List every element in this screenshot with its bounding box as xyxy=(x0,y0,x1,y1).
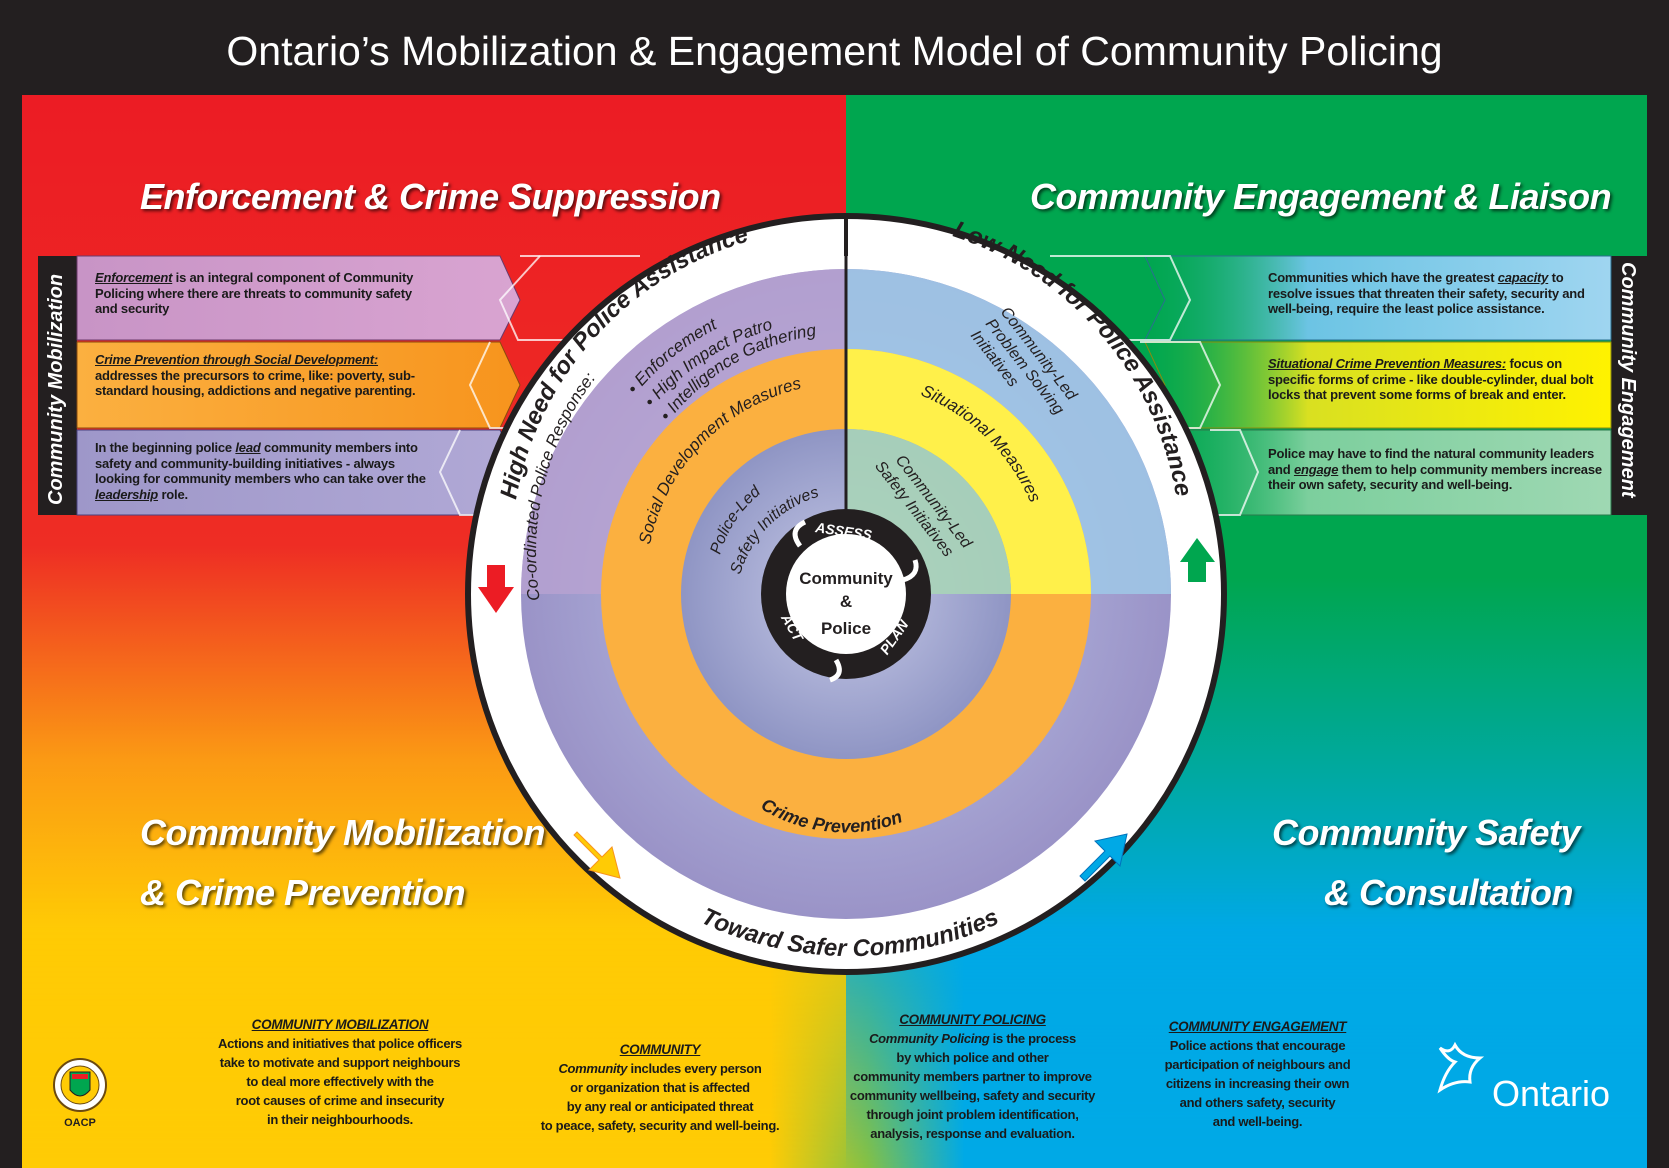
down-arrow-red xyxy=(478,565,514,613)
quadrant-title-bottom-right-2: & Consultation xyxy=(1324,872,1573,913)
hub-inner xyxy=(786,534,906,654)
definition-4-line-4: and others safety, security xyxy=(1179,1095,1336,1110)
right-box-3-post: them to help community members increase … xyxy=(1268,461,1602,493)
quadrant-title-top-left: Enforcement & Crime Suppression xyxy=(140,176,721,217)
definition-2-line-4: to peace, safety, security and well-bein… xyxy=(540,1118,780,1133)
hub-police: Police xyxy=(821,619,871,638)
left-box-1-text: is an integral component of Community Po… xyxy=(95,270,414,316)
left-box-1-lead: Enforcement xyxy=(95,270,173,285)
definition-1-line-4: root causes of crime and insecurity xyxy=(235,1093,445,1108)
definition-3-line-2: by which police and other xyxy=(896,1050,1049,1065)
definition-community-engagement: COMMUNITY ENGAGEMENT Police actions that… xyxy=(1145,1017,1370,1131)
definition-community-mobilization: COMMUNITY MOBILIZATION Actions and initi… xyxy=(190,1015,490,1129)
definition-3-line-6: analysis, response and evaluation. xyxy=(870,1126,1075,1141)
left-box-3-mid: community members into safety and commun… xyxy=(95,440,426,486)
right-box-situational: Situational Crime Prevention Measures: f… xyxy=(1268,356,1608,403)
left-box-2-lead: Crime Prevention through Social Developm… xyxy=(95,352,379,367)
left-box-3-lead: lead xyxy=(235,440,261,455)
definition-4-line-5: and well-being. xyxy=(1212,1114,1303,1129)
definition-2-line-2: or organization that is affected xyxy=(570,1080,750,1095)
right-frame xyxy=(1647,95,1669,1168)
diag-arrow-blue xyxy=(1079,833,1128,882)
right-box-engage: Police may have to find the natural comm… xyxy=(1268,446,1603,493)
definition-2-title: COMMUNITY xyxy=(619,1042,701,1057)
right-box-3-pre: Police may have to find the natural comm… xyxy=(1268,446,1595,477)
definition-4-line-3: citizens in increasing their own xyxy=(1165,1076,1350,1091)
right-boxes xyxy=(1050,255,1647,516)
quadrant-title-bottom-left-2: & Crime Prevention xyxy=(140,872,466,913)
page-title: Ontario’s Mobilization & Engagement Mode… xyxy=(226,28,1443,74)
oacp-text: OACP xyxy=(64,1117,96,1129)
right-box-2-post: focus on specific forms of crime - like … xyxy=(1268,356,1594,402)
left-boxes xyxy=(38,255,640,516)
definition-2-line-3: by any real or anticipated threat xyxy=(566,1099,754,1114)
left-box-enforcement: Enforcement is an integral component of … xyxy=(95,270,435,317)
header-band xyxy=(0,0,1669,95)
right-box-1-post: to resolve issues that threaten their sa… xyxy=(1268,270,1585,316)
right-box-1-pre: Communities which have the greatest xyxy=(1268,270,1498,285)
quadrant-title-top-right: Community Engagement & Liaison xyxy=(1030,176,1612,217)
ontario-logo: Ontario xyxy=(1437,1041,1610,1114)
ontario-text: Ontario xyxy=(1492,1073,1610,1114)
side-label-right: Community Engagement xyxy=(1617,262,1639,499)
definition-1-line-1: Actions and initiatives that police offi… xyxy=(218,1036,462,1051)
definition-2-lead: Community xyxy=(558,1061,628,1076)
up-arrow-green xyxy=(1180,538,1215,582)
quadrant-title-bottom-left-1: Community Mobilization xyxy=(140,812,545,853)
definition-4-title: COMMUNITY ENGAGEMENT xyxy=(1168,1019,1347,1034)
left-box-3-post: role. xyxy=(158,486,188,502)
right-box-capacity: Communities which have the greatest capa… xyxy=(1268,270,1603,317)
definition-3-line-5: through joint problem identification, xyxy=(866,1107,1079,1122)
definition-1-line-2: take to motivate and support neighbours xyxy=(219,1055,461,1070)
definition-2-line-1: includes every person xyxy=(627,1061,762,1076)
right-box-2-lead: Situational Crime Prevention Measures: xyxy=(1268,356,1507,371)
left-box-3-lead2: leadership xyxy=(95,486,159,502)
left-frame xyxy=(0,95,22,1168)
quadrant-title-bottom-right-1: Community Safety xyxy=(1272,812,1581,853)
definition-3-lead: Community Policing xyxy=(869,1031,990,1046)
hub-ampersand: & xyxy=(840,592,852,611)
diag-arrow-yellow xyxy=(573,831,621,879)
right-box-1-lead: capacity xyxy=(1497,270,1549,285)
definition-1-line-3: to deal more effectively with the xyxy=(246,1074,434,1089)
definition-3-line-1: is the process xyxy=(989,1031,1077,1046)
definition-4-line-1: Police actions that encourage xyxy=(1169,1038,1346,1053)
left-box-2-text: addresses the precursors to crime, like:… xyxy=(95,367,416,399)
definition-3-line-4: community wellbeing, safety and security xyxy=(849,1088,1096,1103)
definition-community-policing: COMMUNITY POLICING Community Policing is… xyxy=(830,1010,1115,1143)
left-box-3-pre: In the beginning police xyxy=(95,440,236,455)
definition-3-line-3: community members partner to improve xyxy=(853,1069,1092,1084)
definition-1-line-5: in their neighbourhoods. xyxy=(267,1112,413,1127)
side-label-left: Community Mobilization xyxy=(45,274,67,505)
definition-1-title: COMMUNITY MOBILIZATION xyxy=(251,1017,429,1032)
definition-community: COMMUNITY Community includes every perso… xyxy=(520,1040,800,1135)
left-box-police-lead: In the beginning police lead community m… xyxy=(95,440,435,502)
left-box-social-development: Crime Prevention through Social Developm… xyxy=(95,352,435,399)
right-box-3-lead: engage xyxy=(1293,461,1339,477)
definition-4-line-2: participation of neighbours and xyxy=(1164,1057,1351,1072)
definition-3-title: COMMUNITY POLICING xyxy=(899,1012,1046,1027)
hub-community: Community xyxy=(799,569,893,588)
oacp-logo: OACP xyxy=(53,1058,107,1129)
